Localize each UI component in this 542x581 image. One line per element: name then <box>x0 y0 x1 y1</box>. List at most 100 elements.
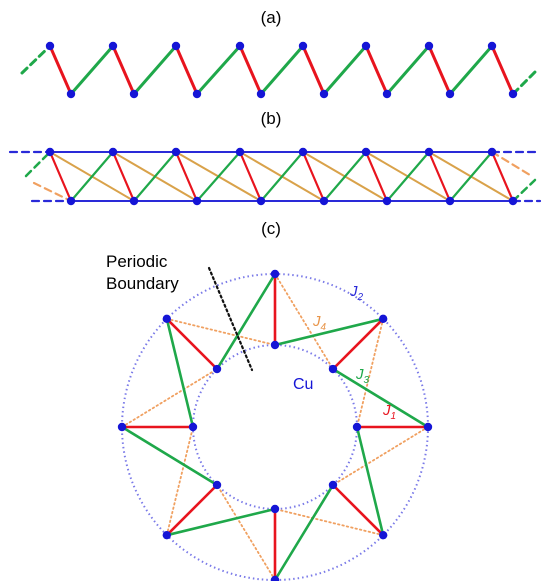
dangling-bond-right <box>511 68 539 96</box>
j3-bond <box>259 44 305 96</box>
j3-bond <box>273 483 335 581</box>
cu-site <box>361 41 371 51</box>
dangling-bond-left <box>20 44 52 75</box>
cu-site <box>256 196 266 206</box>
j1-bond <box>301 44 326 96</box>
cu-site <box>235 41 245 51</box>
cu-site-outer <box>270 575 280 581</box>
cu-site-outer <box>378 314 388 324</box>
periodic-boundary-label-line2: Boundary <box>106 274 179 293</box>
j1-bond <box>48 150 73 203</box>
j1-bond <box>364 150 389 203</box>
cu-site-outer <box>162 314 172 324</box>
j2-label: J2 <box>349 283 364 303</box>
cu-site <box>424 41 434 51</box>
j1-bond <box>174 150 199 203</box>
cu-site-outer <box>162 530 172 540</box>
j3-dangling-left <box>24 150 52 178</box>
j3-bond <box>132 44 178 96</box>
j1-bond <box>165 483 219 537</box>
cu-site <box>66 89 76 99</box>
j4-letter: J <box>312 313 321 330</box>
j3-bond <box>355 425 385 537</box>
j4-dangling-left <box>32 181 73 203</box>
j1-bond <box>490 150 515 203</box>
j3-bond <box>322 44 368 96</box>
j3-bond <box>195 44 242 96</box>
cu-site <box>445 89 455 99</box>
j3-bond <box>273 317 385 347</box>
j1-bond <box>364 44 389 96</box>
cu-site <box>45 147 55 157</box>
panel-a-zigzag-chain <box>20 41 539 99</box>
panel-b-label: (b) <box>261 109 282 128</box>
j3-dangling-right <box>511 178 537 203</box>
panel-a-label: (a) <box>261 8 282 27</box>
cu-site <box>129 89 139 99</box>
j4-label: J4 <box>312 313 327 333</box>
cu-site <box>487 147 497 157</box>
j3-bond <box>69 150 115 203</box>
j4-bond <box>121 368 218 428</box>
j3-bond <box>322 150 368 203</box>
cu-site <box>192 89 202 99</box>
j2-letter: J <box>349 283 358 300</box>
cu-site-inner <box>188 422 198 432</box>
cu-site <box>66 196 76 206</box>
cu-site-inner <box>212 364 222 374</box>
j4-bond <box>165 426 194 537</box>
cu-site-outer <box>423 422 433 432</box>
cu-site-inner <box>328 364 338 374</box>
j1-bond <box>174 44 199 96</box>
j4-bond <box>165 317 276 346</box>
cu-site <box>508 89 518 99</box>
cu-site-inner <box>270 504 280 514</box>
j3-bond <box>120 425 219 487</box>
cu-site <box>171 41 181 51</box>
cu-site-outer <box>117 422 127 432</box>
j3-letter: J <box>355 366 364 383</box>
j4-bond <box>356 317 385 428</box>
j1-subscript: 1 <box>391 411 397 422</box>
cu-site <box>129 196 139 206</box>
j1-letter: J <box>382 402 391 419</box>
panel-c-ring <box>117 266 433 581</box>
j3-bond <box>331 367 430 429</box>
j4-dangling-right <box>490 150 532 177</box>
j3-bond <box>215 272 277 371</box>
j3-bond <box>448 44 494 96</box>
j3-bond <box>132 150 178 203</box>
cu-site <box>192 196 202 206</box>
cu-site <box>108 147 118 157</box>
cu-site <box>319 196 329 206</box>
cu-site-outer <box>270 269 280 279</box>
cu-site-outer <box>378 530 388 540</box>
j3-bond <box>69 44 115 96</box>
j1-bond <box>165 317 219 371</box>
cu-site <box>424 147 434 157</box>
cu-site <box>171 147 181 157</box>
j1-bond <box>331 483 385 537</box>
j3-subscript: 3 <box>364 375 370 386</box>
cu-site <box>256 89 266 99</box>
panel-b-ladder-chain <box>8 147 542 206</box>
cu-label: Cu <box>293 376 313 393</box>
j3-bond <box>385 44 431 96</box>
j1-bond <box>111 150 136 203</box>
cu-site <box>319 89 329 99</box>
j1-bond <box>331 317 385 371</box>
cu-site <box>382 196 392 206</box>
j4-bond <box>216 484 276 581</box>
cu-site-inner <box>328 480 338 490</box>
cu-site <box>235 147 245 157</box>
cu-site <box>108 41 118 51</box>
cu-site <box>45 41 55 51</box>
cu-site-inner <box>270 340 280 350</box>
j1-bond <box>427 150 452 203</box>
cu-site <box>445 196 455 206</box>
cu-site <box>508 196 518 206</box>
cu-site-inner <box>212 480 222 490</box>
j3-bond <box>385 150 431 203</box>
panel-c-label: (c) <box>261 219 281 238</box>
